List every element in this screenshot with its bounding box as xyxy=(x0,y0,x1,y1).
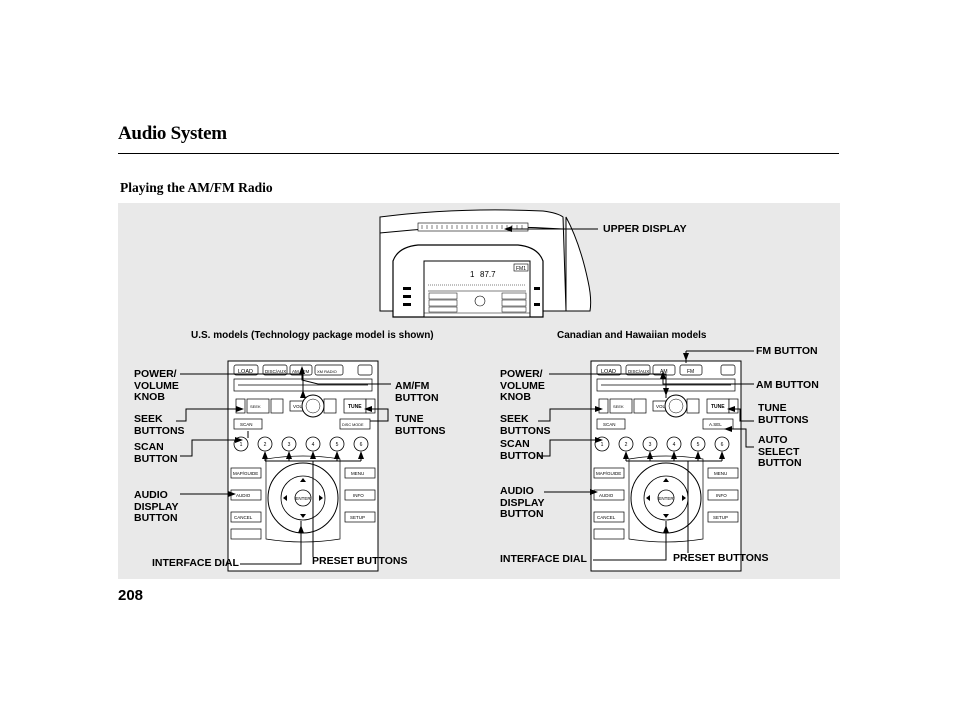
us-audio-display-button-callout: AUDIO DISPLAY BUTTON xyxy=(134,489,179,524)
figure-panel: FM1 1 87.7 LOAD DISC/AUX AM · F xyxy=(118,203,840,579)
ca-a-sel-label: A.SEL xyxy=(709,422,722,427)
us-models-caption: U.S. models (Technology package model is… xyxy=(191,330,434,341)
canada-models-caption: Canadian and Hawaiian models xyxy=(557,330,707,341)
us-setup-label: SETUP xyxy=(350,515,365,520)
us-preset-4: 4 xyxy=(312,442,315,448)
us-disc-aux-label: DISC/AUX xyxy=(265,369,286,374)
ca-am-button-callout: AM BUTTON xyxy=(756,379,819,391)
page-number: 208 xyxy=(118,587,144,604)
us-power-volume-knob-callout: POWER/ VOLUME KNOB xyxy=(134,368,179,403)
us-preset-5: 5 xyxy=(336,442,339,448)
us-seek-buttons-callout: SEEK BUTTONS xyxy=(134,413,185,437)
ca-preset-3: 3 xyxy=(649,442,652,448)
dashboard-display: FM1 1 87.7 xyxy=(379,209,592,318)
upper-display-label: UPPER DISPLAY xyxy=(603,223,687,235)
ca-preset-2: 2 xyxy=(625,442,628,448)
us-tune-buttons-callout: TUNE BUTTONS xyxy=(395,413,446,437)
ca-volume-knob[interactable] xyxy=(664,394,688,418)
radio-diagram: FM1 1 87.7 LOAD DISC/AUX AM · F xyxy=(176,209,754,572)
us-radio-unit: LOAD DISC/AUX AM · FM XM RADIO SEEK VOL … xyxy=(227,360,379,572)
ca-preset-1: 1 xyxy=(601,442,604,448)
us-preset-6: 6 xyxy=(360,442,363,448)
us-disc-mode-label: DISC MODE xyxy=(342,423,364,427)
ca-enter-label: ENTER xyxy=(658,496,674,501)
ca-scan-button-callout: SCAN BUTTON xyxy=(500,438,544,462)
ca-am-label: AM xyxy=(660,369,668,375)
canada-radio-unit: LOAD DISC/AUX AM FM SEEK VOL TUNE SCAN A… xyxy=(590,360,742,572)
us-interface-dial-callout: INTERFACE DIAL xyxy=(152,557,239,569)
ca-cancel-label: CANCEL xyxy=(597,515,616,520)
us-menu-label: MENU xyxy=(351,471,364,476)
ca-preset-6: 6 xyxy=(721,442,724,448)
ca-fm-label: FM xyxy=(687,369,694,375)
ca-vol-label: VOL xyxy=(656,404,666,409)
ca-audio-label: AUDIO xyxy=(599,493,614,498)
us-seek-label: SEEK xyxy=(250,404,261,409)
ca-auto-select-button-callout: AUTO SELECT BUTTON xyxy=(758,434,802,469)
title-rule xyxy=(118,153,839,154)
ca-load-label: LOAD xyxy=(601,369,616,375)
us-preset-1: 1 xyxy=(240,442,243,448)
ca-menu-label: MENU xyxy=(714,471,727,476)
ca-fm-button-callout: FM BUTTON xyxy=(756,345,818,357)
ca-disc-aux-label: DISC/AUX xyxy=(628,369,649,374)
us-cancel-label: CANCEL xyxy=(234,515,253,520)
us-am-fm-button-callout: AM/FM BUTTON xyxy=(395,380,439,404)
us-xm-label: XM RADIO xyxy=(317,369,337,374)
ca-seek-buttons-callout: SEEK BUTTONS xyxy=(500,413,551,437)
ca-preset-buttons-callout: PRESET BUTTONS xyxy=(673,552,769,564)
ca-seek-label: SEEK xyxy=(613,404,624,409)
ca-power-volume-knob-callout: POWER/ VOLUME KNOB xyxy=(500,368,545,403)
us-preset-3: 3 xyxy=(288,442,291,448)
us-volume-knob[interactable] xyxy=(301,394,325,418)
band-badge: FM1 xyxy=(516,266,526,272)
display-station: 1 xyxy=(470,270,475,279)
us-preset-2: 2 xyxy=(264,442,267,448)
us-vol-label: VOL xyxy=(293,404,303,409)
ca-audio-display-button-callout: AUDIO DISPLAY BUTTON xyxy=(500,485,545,520)
us-load-label: LOAD xyxy=(238,369,253,375)
us-scan-label: SCAN xyxy=(240,422,253,427)
page-title: Audio System xyxy=(118,123,227,144)
us-scan-button-callout: SCAN BUTTON xyxy=(134,441,178,465)
ca-scan-label: SCAN xyxy=(603,422,616,427)
us-leader-arrows xyxy=(228,366,372,533)
us-map-guide-label: MAP/GUIDE xyxy=(233,471,258,476)
ca-info-label: INFO xyxy=(716,493,727,498)
ca-tune-buttons-callout: TUNE BUTTONS xyxy=(758,402,809,426)
ca-interface-dial-callout: INTERFACE DIAL xyxy=(500,553,587,565)
section-subtitle: Playing the AM/FM Radio xyxy=(120,180,273,195)
ca-setup-label: SETUP xyxy=(713,515,728,520)
ca-preset-5: 5 xyxy=(697,442,700,448)
display-frequency: 87.7 xyxy=(480,270,496,279)
ca-tune-label: TUNE xyxy=(711,404,725,410)
us-preset-buttons-callout: PRESET BUTTONS xyxy=(312,555,408,567)
ca-map-guide-label: MAP/GUIDE xyxy=(596,471,621,476)
us-tune-label: TUNE xyxy=(348,404,362,410)
ca-preset-4: 4 xyxy=(673,442,676,448)
us-enter-label: ENTER xyxy=(295,496,311,501)
us-audio-label: AUDIO xyxy=(236,493,251,498)
us-info-label: INFO xyxy=(353,493,364,498)
